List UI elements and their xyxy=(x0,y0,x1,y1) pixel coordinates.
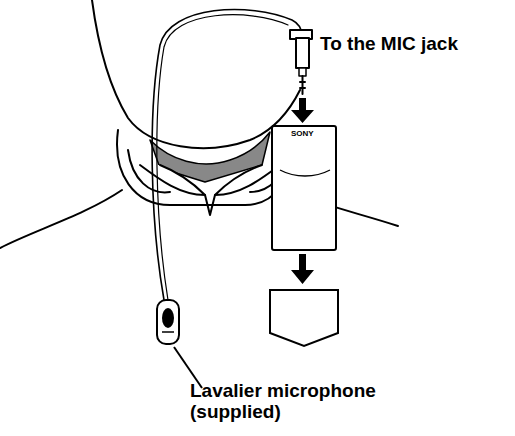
collar-v xyxy=(205,195,215,215)
collar-wing xyxy=(140,165,205,195)
part-label: Lavalier microphone (supplied) xyxy=(190,380,395,423)
plug-pin xyxy=(300,76,305,94)
brand-logo: SONY xyxy=(291,130,314,139)
collar-band xyxy=(117,130,292,205)
plug-collar xyxy=(299,68,306,76)
collar-wing xyxy=(215,165,280,195)
left-shoulder xyxy=(0,190,122,248)
down-arrow xyxy=(291,254,314,284)
head-outline xyxy=(92,0,300,148)
callout-label: To the MIC jack xyxy=(320,33,458,54)
microphone-cable xyxy=(157,15,288,300)
transmitter-body xyxy=(272,126,336,250)
lavalier-microphone xyxy=(157,300,179,344)
down-arrow xyxy=(291,98,314,123)
pocket xyxy=(270,290,338,346)
transmitter-detail xyxy=(280,170,330,176)
plug-body xyxy=(296,38,309,68)
